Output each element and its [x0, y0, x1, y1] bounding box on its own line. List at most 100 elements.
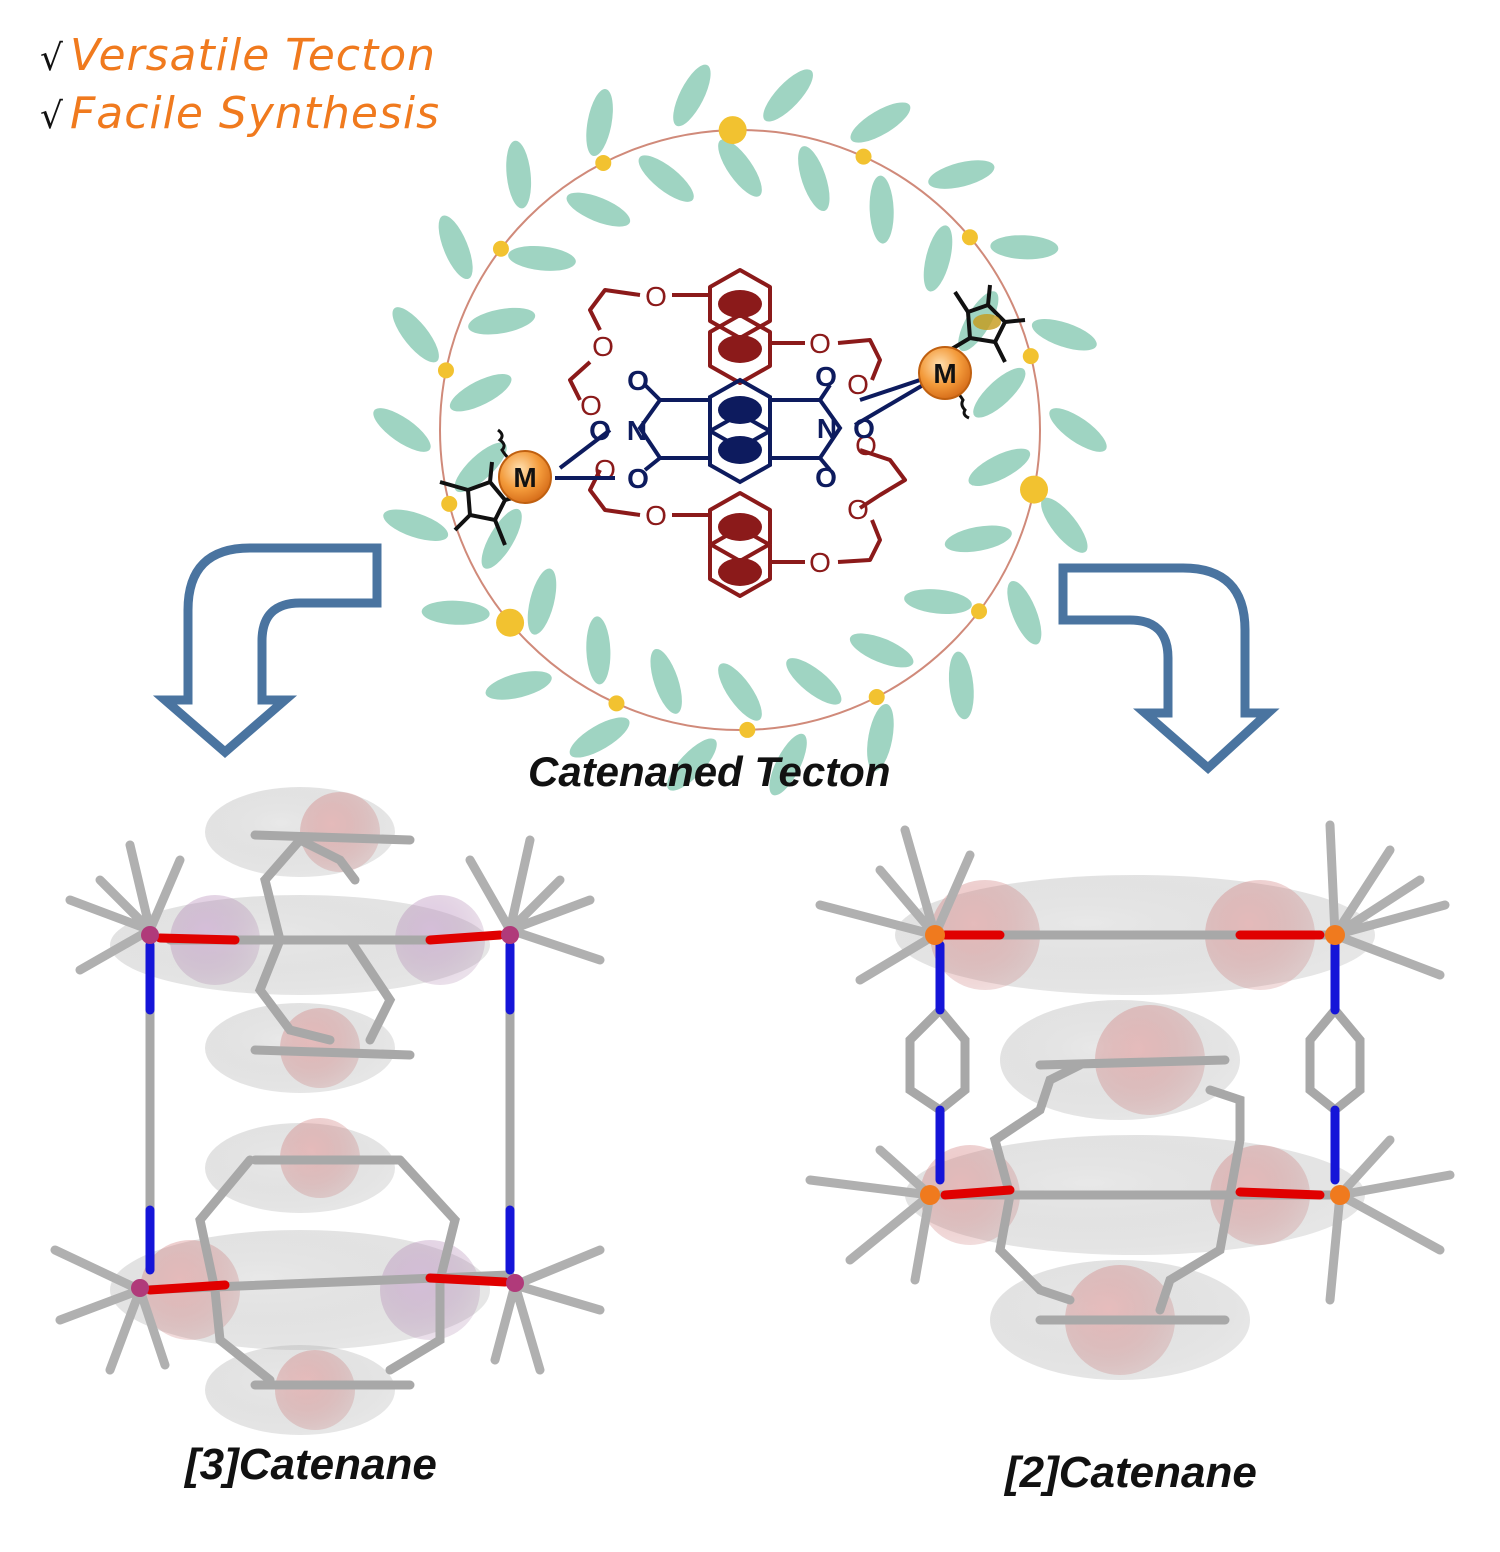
three-catenane-caption: [3]Catenane [185, 1440, 437, 1489]
oxygen-atom: O [645, 281, 667, 312]
cp-star-sticks [50, 835, 605, 1375]
wreath-stem [439, 129, 1041, 731]
leaf-icon [569, 717, 630, 758]
spacefill-stack [895, 875, 1375, 1380]
oxygen-atom: O [580, 390, 602, 421]
leaf-icon [718, 139, 762, 197]
tecton-structure: O O O O O O O O O O [439, 268, 1026, 598]
leaf-icon [968, 448, 1031, 486]
nitrogen-atom: N [817, 413, 837, 444]
heteroatoms [145, 930, 515, 1295]
oxygen-atom: O [627, 463, 649, 494]
leaf-icon [1049, 408, 1107, 452]
arrow-right-down [1058, 563, 1280, 775]
feature-text: Facile Synthesis [69, 88, 441, 139]
crown-ether-fill [718, 290, 762, 586]
leaf-icon [421, 600, 490, 625]
feature-text: Versatile Tecton [69, 30, 437, 81]
leaf-icon [667, 738, 717, 791]
oxygen-atom: O [645, 500, 667, 531]
leaf-icon [566, 192, 631, 227]
ndi-core [555, 373, 937, 485]
leaf-icon [1031, 319, 1097, 351]
leaf-icon [638, 155, 694, 202]
leaf-icon [769, 733, 807, 796]
crown-oxygen-labels: O O O O O O O O O O [580, 281, 877, 578]
leaf-icon [786, 658, 842, 705]
leaf-icon [392, 307, 439, 363]
heteroatoms [935, 930, 1340, 1200]
leaf-icon [586, 89, 613, 157]
three-catenane-structure [50, 787, 605, 1435]
leaf-icon [948, 651, 974, 720]
berry-dot [496, 608, 525, 637]
oxygen-atom: O [592, 331, 614, 362]
leaf-icon [849, 633, 914, 668]
berry-dot [739, 721, 756, 738]
tecton-caption: Catenaned Tecton [528, 748, 891, 795]
oxygen-atom: O [847, 494, 869, 525]
berry-dot [961, 229, 978, 246]
leaf-icon [798, 146, 830, 212]
berry-dot [1022, 348, 1039, 365]
leaf-icon [904, 589, 972, 615]
arrow-left-down [152, 543, 382, 758]
leaf-icon [973, 367, 1026, 418]
leaf-icon [928, 160, 995, 189]
berry-dot [608, 695, 625, 712]
rhodium-centers [920, 925, 1350, 1205]
leaf-icon [527, 568, 557, 635]
leaf-icon [1041, 497, 1088, 553]
cp-star-sticks [805, 820, 1455, 1305]
metal-center-left: M [498, 450, 552, 504]
leaf-icon [508, 245, 576, 271]
checkmark-icon: √ [40, 96, 64, 137]
ndi-atom-labels: O O O N O O N O [589, 361, 875, 494]
oxygen-atom: O [809, 328, 831, 359]
oxygen-atom: O [589, 415, 611, 446]
berry-dot [971, 603, 988, 620]
berry-dot [595, 154, 612, 171]
iridium-centers [131, 926, 524, 1297]
leaf-icon [869, 175, 894, 244]
leaf-icon [586, 616, 611, 685]
leaf-icon [485, 671, 552, 700]
leaf-icon [506, 140, 532, 209]
berry-dot [437, 362, 454, 379]
leaf-icon [373, 408, 431, 452]
feature-item-facile: √Facile Synthesis [40, 88, 440, 139]
oxygen-atom: O [809, 547, 831, 578]
leaf-icon [763, 69, 813, 122]
leaf-icon [673, 64, 711, 127]
leaf-icon [990, 235, 1059, 260]
oxygen-atom: O [815, 462, 837, 493]
oxygen-atom: O [853, 413, 875, 444]
oxygen-atom: O [855, 430, 877, 461]
leaf-icon [718, 663, 762, 721]
leaf-icon [468, 307, 536, 335]
oxygen-atom: O [627, 365, 649, 396]
laurel-wreath [373, 64, 1107, 796]
leaf-icon [1007, 580, 1042, 645]
berry-dot [441, 495, 458, 512]
feature-item-versatile: √Versatile Tecton [40, 30, 436, 81]
cp-star-ring-fill [973, 314, 1001, 330]
metal-center-right: M [918, 346, 972, 400]
metal-label: M [933, 358, 956, 389]
leaf-icon [650, 648, 682, 714]
berry-dot [868, 689, 885, 706]
leaf-icon [438, 215, 473, 280]
checkmark-icon: √ [40, 38, 64, 79]
leaf-icon [383, 509, 449, 541]
leaf-icon [923, 225, 953, 292]
ndi-fill [718, 396, 762, 464]
nitrogen-atom: N [627, 415, 647, 446]
two-catenane-structure [805, 820, 1455, 1380]
leaf-icon [449, 374, 512, 412]
two-catenane-caption: [2]Catenane [1005, 1448, 1257, 1497]
berry-dot [1020, 475, 1049, 504]
berry-dot [492, 240, 509, 257]
leaf-icon [944, 525, 1012, 553]
